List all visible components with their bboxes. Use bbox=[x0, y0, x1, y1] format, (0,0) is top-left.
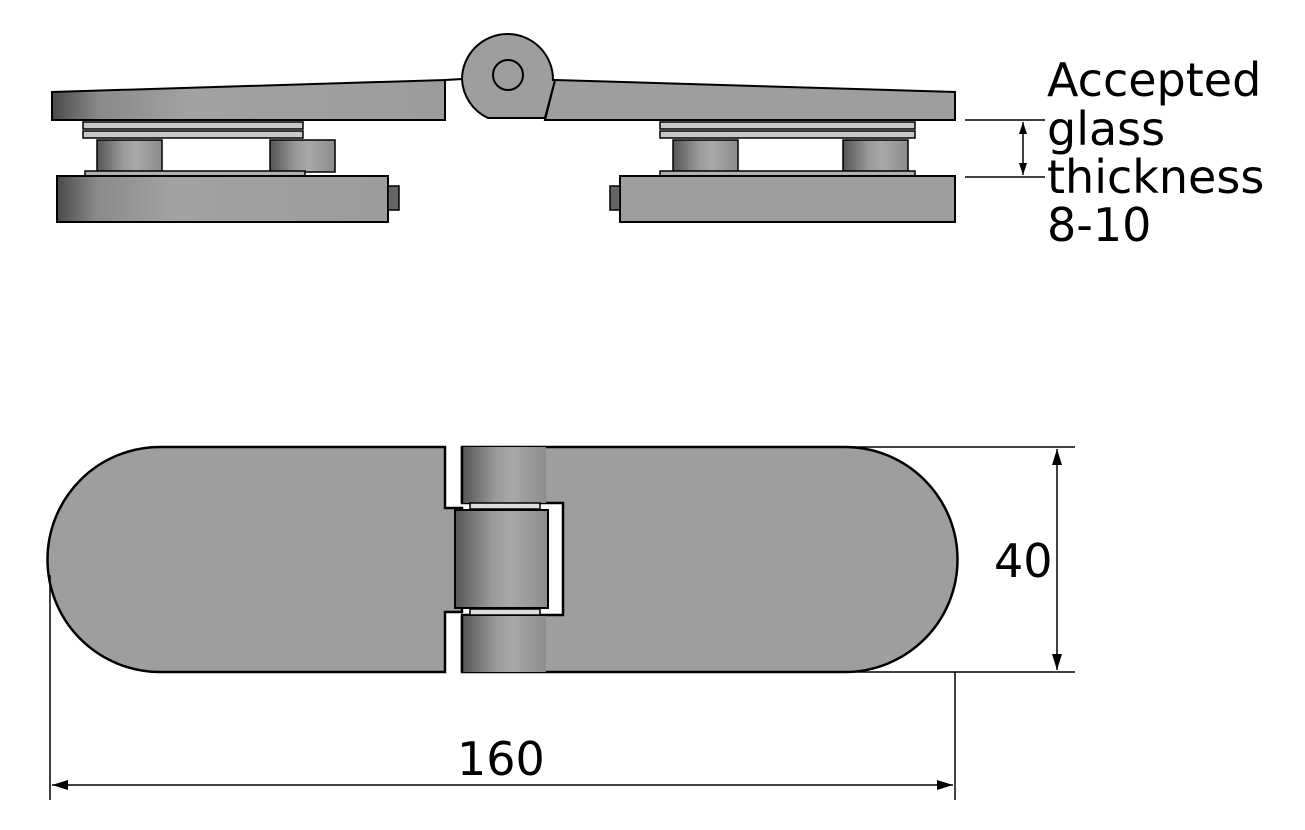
barrel-bottom bbox=[462, 616, 546, 672]
barrel-top bbox=[462, 447, 546, 503]
left-leaf bbox=[46, 445, 464, 674]
width-value: 40 bbox=[994, 534, 1053, 588]
left-plate bbox=[51, 78, 446, 121]
annotation-line-4: 8-10 bbox=[1047, 198, 1151, 252]
length-dimension bbox=[49, 575, 956, 800]
annotation-line-2: glass bbox=[1047, 102, 1165, 156]
width-dimension bbox=[850, 446, 1075, 673]
thickness-dimension bbox=[965, 119, 1045, 178]
annotation-line-3: thickness bbox=[1047, 150, 1264, 204]
length-value: 160 bbox=[457, 732, 545, 786]
top-view bbox=[46, 445, 959, 674]
annotation-line-1: Accepted bbox=[1047, 53, 1261, 107]
left-base bbox=[56, 175, 389, 223]
pin-hole bbox=[492, 59, 524, 91]
right-plate bbox=[543, 78, 956, 121]
side-view bbox=[51, 33, 956, 223]
right-base bbox=[619, 175, 956, 223]
barrel-middle bbox=[454, 509, 549, 609]
